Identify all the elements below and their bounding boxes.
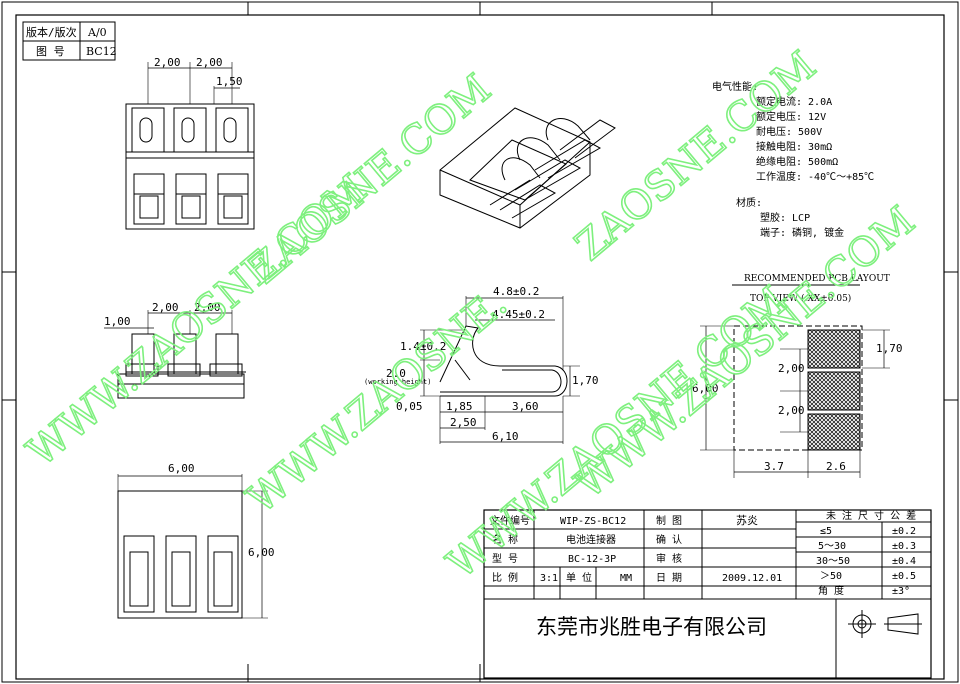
model-label: 型 号 (492, 552, 518, 565)
tolerance-title: 未 注 尺 寸 公 差 (826, 509, 916, 522)
pcb-dim-pitch-a: 2,00 (778, 362, 805, 375)
dim-bottom-width: 6,00 (168, 462, 195, 475)
pcb-dim-26: 2.6 (826, 460, 846, 473)
version-box: 版本/版次 A/0 图 号 BC12 (22, 21, 117, 61)
tol-range: ≤5 (820, 526, 832, 537)
tol-value: ±0.5 (892, 571, 916, 582)
tol-value: ±0.4 (892, 556, 916, 567)
dim-front-edge: 1,00 (104, 315, 131, 328)
dim-terminal-20: 2.0 (386, 367, 406, 380)
dim-terminal-250: 2,50 (450, 416, 477, 429)
spec-line: 工作温度: -40℃～+85℃ (756, 170, 874, 183)
date: 2009.12.01 (722, 573, 782, 584)
watermark-layer: ZAOSNE.COM WWW.ZAOSNE.COM WWW.ZAOSNE. ZA… (18, 42, 924, 588)
dim-top-offset: 1,50 (216, 75, 243, 88)
file-no: WIP-ZS-BC12 (560, 516, 626, 527)
spec-line: 额定电压: 12V (756, 110, 826, 123)
file-no-label: 文件编号 (490, 514, 530, 527)
pcb-dim-170: 1,70 (876, 342, 903, 355)
pcb-pad (807, 413, 861, 451)
projection-symbol-icon (848, 610, 922, 638)
electrical-title: 电气性能: (712, 80, 758, 93)
version-value: A/0 (87, 26, 107, 39)
spec-line: 绝缘电阻: 500mΩ (756, 155, 838, 168)
scale-label: 比 例 (492, 571, 518, 584)
unit: MM (620, 573, 632, 584)
dim-top-pitch-b: 2,00 (196, 56, 223, 69)
isometric-view (439, 107, 616, 229)
name-label: 名 称 (492, 533, 518, 546)
date-label: 日 期 (656, 572, 682, 584)
made-label: 制 图 (656, 514, 682, 527)
version-label: 版本/版次 (26, 25, 77, 39)
tol-range: 5～30 (818, 541, 846, 552)
pcb-subtitle: TOP VIEW (.XX±0.05) (750, 293, 851, 304)
review-label: 审 核 (656, 552, 682, 565)
pcb-pad (807, 329, 861, 369)
dim-terminal-185: 1,85 (446, 400, 473, 413)
model: BC-12-3P (568, 554, 616, 565)
spec-line: 额定电流: 2.0A (756, 95, 832, 108)
pcb-layout: RECOMMENDED PCB LAYOUT TOP VIEW (.XX±0.0… (692, 274, 903, 478)
scale: 3:1 (540, 573, 558, 584)
tol-range: 角 度 (818, 584, 844, 597)
dim-terminal-005: 0,05 (396, 400, 423, 413)
material-line: 塑胶: LCP (760, 211, 810, 224)
drawing-no-label: 图 号 (36, 45, 65, 58)
pcb-pad (807, 371, 861, 411)
dim-top-pitch-a: 2,00 (154, 56, 181, 69)
specs-block: 电气性能: 额定电流: 2.0A 额定电压: 12V 耐电压: 500V 接触电… (712, 80, 874, 239)
confirm-label: 确 认 (656, 533, 682, 546)
working-height-label: (working height) (364, 378, 431, 386)
dim-front-pitch-b: 2,00 (194, 301, 221, 314)
dim-terminal-610: 6,10 (492, 430, 519, 443)
drawing-no-value: BC12 (86, 45, 117, 58)
material-line: 端子: 磷铜, 镀金 (760, 226, 844, 239)
unit-label: 单 位 (566, 571, 592, 584)
dim-terminal-445: 4.45±0.2 (492, 308, 545, 321)
terminal-side-view (420, 296, 580, 444)
made-by: 苏炎 (736, 514, 758, 527)
tol-range: 30～50 (816, 556, 850, 567)
front-view (104, 310, 246, 399)
dim-terminal-170: 1,70 (572, 374, 599, 387)
top-view-slots (131, 107, 249, 225)
tol-range: ＞50 (820, 571, 842, 582)
dim-bottom-height: 6,00 (248, 546, 275, 559)
title-block: 文件编号 WIP-ZS-BC12 制 图 苏炎 名 称 电池连接器 确 认 型 … (483, 509, 932, 679)
dim-terminal-360: 3,60 (512, 400, 539, 413)
pcb-dim-pitch-b: 2,00 (778, 404, 805, 417)
spec-line: 接触电阻: 30mΩ (756, 140, 832, 153)
pcb-dim-37: 3.7 (764, 460, 784, 473)
spec-line: 耐电压: 500V (756, 125, 822, 138)
top-view (125, 62, 255, 230)
company-name: 东莞市兆胜电子有限公司 (536, 615, 767, 639)
material-title: 材质: (736, 196, 762, 209)
tol-value: ±3° (892, 586, 910, 597)
dim-terminal-48: 4.8±0.2 (493, 285, 539, 298)
dim-terminal-14: 1.4±0.2 (400, 340, 446, 353)
watermark-text: WWW.ZAOSNE. (239, 280, 516, 523)
pcb-title: RECOMMENDED PCB LAYOUT (744, 274, 890, 284)
product-name: 电池连接器 (566, 533, 616, 546)
dim-front-pitch-a: 2,00 (152, 301, 179, 314)
tol-value: ±0.2 (892, 526, 916, 537)
pcb-dim-600: 6,00 (692, 382, 719, 395)
tol-value: ±0.3 (892, 541, 916, 552)
bottom-view (117, 474, 268, 619)
